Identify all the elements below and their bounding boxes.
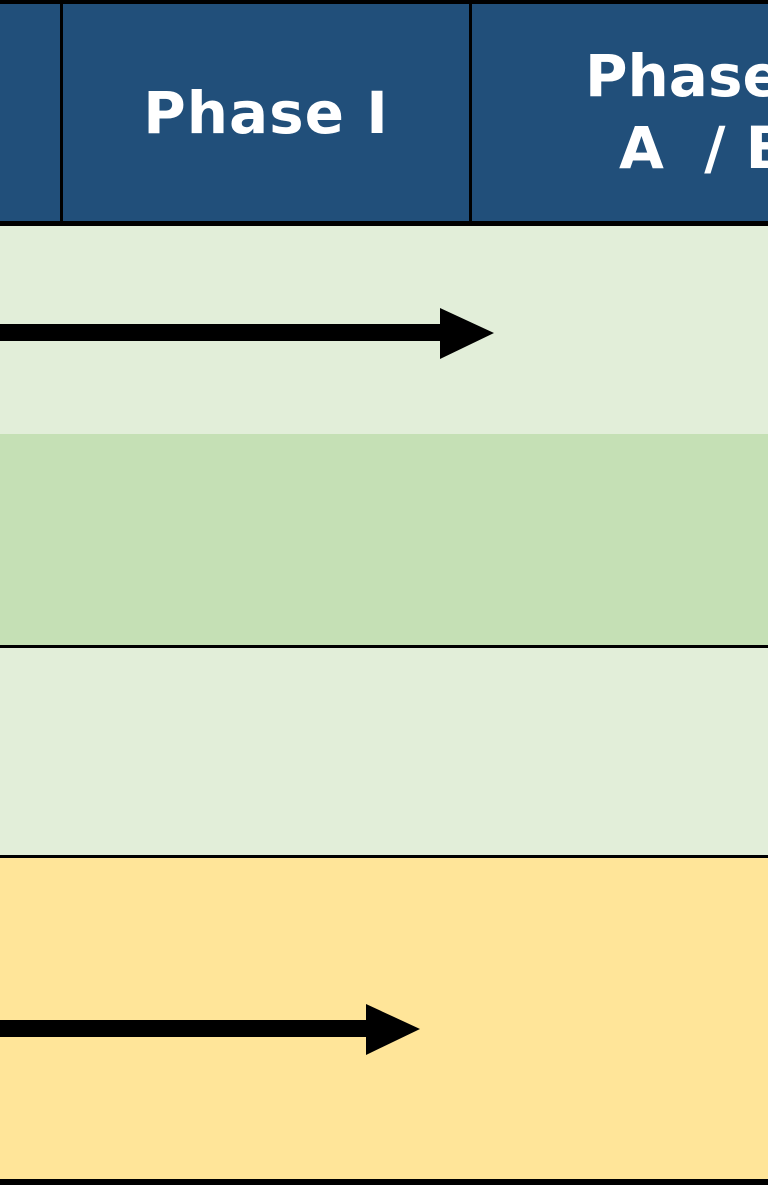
row-1-arrow xyxy=(0,308,494,359)
row-1-arrow-head xyxy=(440,308,494,359)
phase-ab-label-line2: A / B xyxy=(619,114,768,182)
header-cell-phase-ab: Phase A / B xyxy=(472,4,768,221)
row-4 xyxy=(0,858,768,1179)
row-2 xyxy=(0,434,768,645)
row-4-arrow-head xyxy=(366,1004,420,1055)
phase-i-label: Phase I xyxy=(143,78,389,147)
header-cell-phase-i: Phase I xyxy=(63,4,469,221)
row-4-arrow xyxy=(0,1004,420,1055)
phase-ab-label-line1: Phase xyxy=(585,42,768,110)
phase-header: Phase I Phase A / B xyxy=(0,0,768,224)
header-cell-blank xyxy=(0,4,60,221)
row-4-arrow-shaft xyxy=(0,1020,368,1037)
row-3 xyxy=(0,648,768,855)
row-1-arrow-shaft xyxy=(0,324,442,341)
row-1 xyxy=(0,226,768,434)
